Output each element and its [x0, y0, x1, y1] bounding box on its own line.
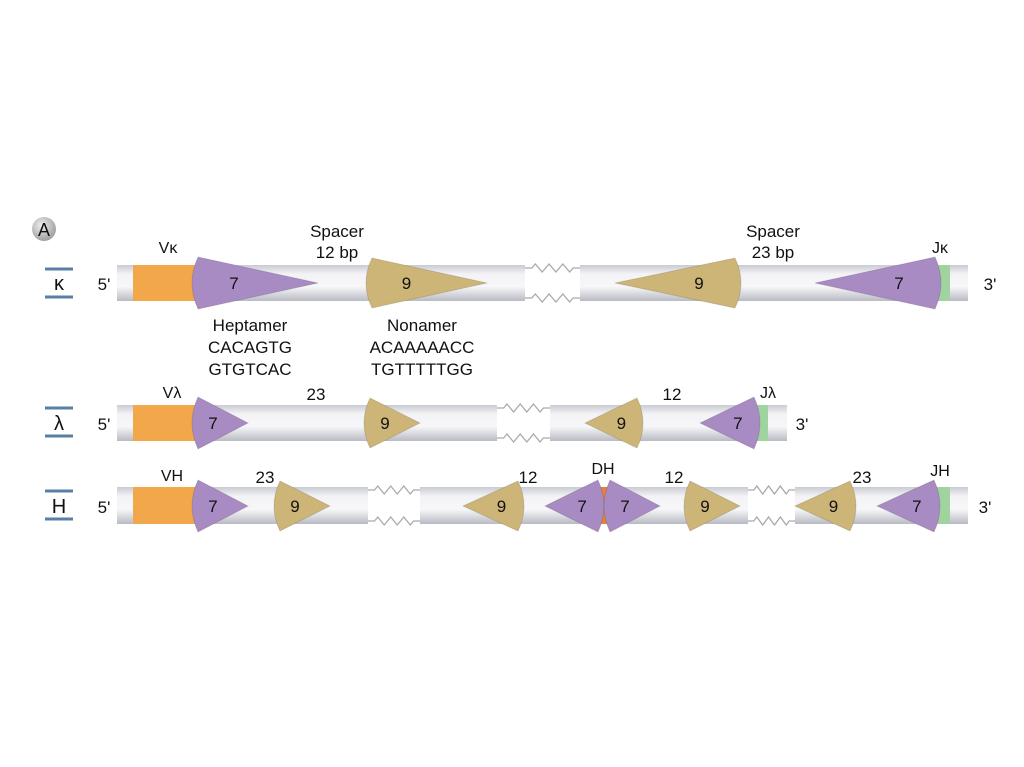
heptamer-cone-number: 7	[208, 414, 217, 433]
heavy-spacer: 23	[853, 468, 872, 487]
nonamer-cone	[365, 257, 488, 309]
heptamer-cone	[814, 256, 942, 310]
dna-break-icon	[748, 515, 795, 527]
heptamer-cone-number: 7	[894, 274, 903, 293]
heavy-3prime: 3'	[979, 498, 992, 517]
nonamer-cone	[363, 397, 422, 449]
nonamer-cone-number: 9	[700, 497, 709, 516]
nonamer-cone-number: 9	[290, 497, 299, 516]
heptamer-cone-number: 7	[912, 497, 921, 516]
heptamer-cone	[191, 256, 319, 310]
kappa-v-label: Vκ	[159, 240, 179, 257]
heavy-spacer: 23	[256, 468, 275, 487]
dna-break-icon	[368, 515, 420, 527]
heptamer-cone-number: 7	[620, 497, 629, 516]
lambda-j-label: Jλ	[760, 385, 776, 402]
heptamer-cone	[698, 396, 761, 450]
nonamer-cone	[273, 480, 332, 532]
v-lambda-segment	[133, 405, 200, 441]
heavy-d-label: DH	[591, 461, 614, 478]
nonamer-seq-top: ACAAAAACC	[370, 338, 475, 357]
nonamer-cone	[793, 480, 857, 532]
lambda-5prime: 5'	[98, 415, 111, 434]
kappa-j-label: Jκ	[932, 240, 949, 257]
dna-break-icon	[497, 402, 550, 414]
dna-break-icon	[748, 484, 795, 496]
nonamer-cone	[683, 480, 742, 532]
heptamer-cone	[603, 479, 662, 533]
kappa-3prime: 3'	[984, 275, 997, 294]
nonamer-cone-number: 9	[694, 274, 703, 293]
kappa-spacer1-length: 12 bp	[316, 243, 359, 262]
lambda-3prime: 3'	[796, 415, 809, 434]
heavy-j-label: JH	[930, 463, 950, 480]
locus-bracket	[45, 406, 73, 438]
heptamer-cone	[543, 479, 605, 533]
panel-badge	[32, 217, 56, 241]
heavy-spacer: 12	[519, 468, 538, 487]
nonamer-cone	[583, 397, 644, 449]
nonamer-cone-number: 9	[617, 414, 626, 433]
heptamer-cone	[191, 479, 250, 533]
heptamer-title: Heptamer	[213, 316, 288, 335]
lambda-spacer1: 23	[307, 385, 326, 404]
heptamer-cone	[191, 396, 250, 450]
locus-bracket	[45, 489, 73, 521]
heavy-spacer: 12	[665, 468, 684, 487]
heptamer-seq-top: CACAGTG	[208, 338, 292, 357]
nonamer-cone-number: 9	[380, 414, 389, 433]
v-kappa-segment	[133, 265, 200, 301]
nonamer-cone-number: 9	[829, 497, 838, 516]
nonamer-cone	[461, 480, 525, 532]
locus-bracket	[45, 267, 73, 299]
lambda-locus-label: λ	[54, 413, 64, 435]
heavy-v-label: VH	[161, 468, 183, 485]
nonamer-seq-bottom: TGTTTTTGG	[371, 360, 473, 379]
heptamer-cone-number: 7	[577, 497, 586, 516]
nonamer-cone-number: 9	[402, 274, 411, 293]
dna-break-icon	[497, 432, 550, 444]
heptamer-seq-bottom: GTGTCAC	[208, 360, 291, 379]
lambda-spacer2: 12	[663, 385, 682, 404]
kappa-spacer2-length: 23 bp	[752, 243, 795, 262]
kappa-spacer1-title: Spacer	[310, 222, 364, 241]
kappa-locus-label: κ	[54, 273, 65, 295]
heptamer-cone-number: 7	[733, 414, 742, 433]
heptamer-cone-number: 7	[208, 497, 217, 516]
nonamer-cone-number: 9	[497, 497, 506, 516]
nonamer-title: Nonamer	[387, 316, 457, 335]
dna-break-icon	[525, 293, 580, 303]
panel-label: A	[38, 220, 50, 240]
dna-break-icon	[525, 263, 580, 273]
nonamer-cone	[614, 257, 742, 309]
heavy-locus-label: H	[52, 496, 66, 518]
v-heavy-segment	[133, 487, 200, 524]
kappa-5prime: 5'	[98, 275, 111, 294]
heavy-5prime: 5'	[98, 498, 111, 517]
heptamer-cone	[875, 479, 941, 533]
heptamer-cone-number: 7	[229, 274, 238, 293]
kappa-spacer2-title: Spacer	[746, 222, 800, 241]
lambda-v-label: Vλ	[163, 385, 182, 402]
dna-break-icon	[368, 484, 420, 496]
